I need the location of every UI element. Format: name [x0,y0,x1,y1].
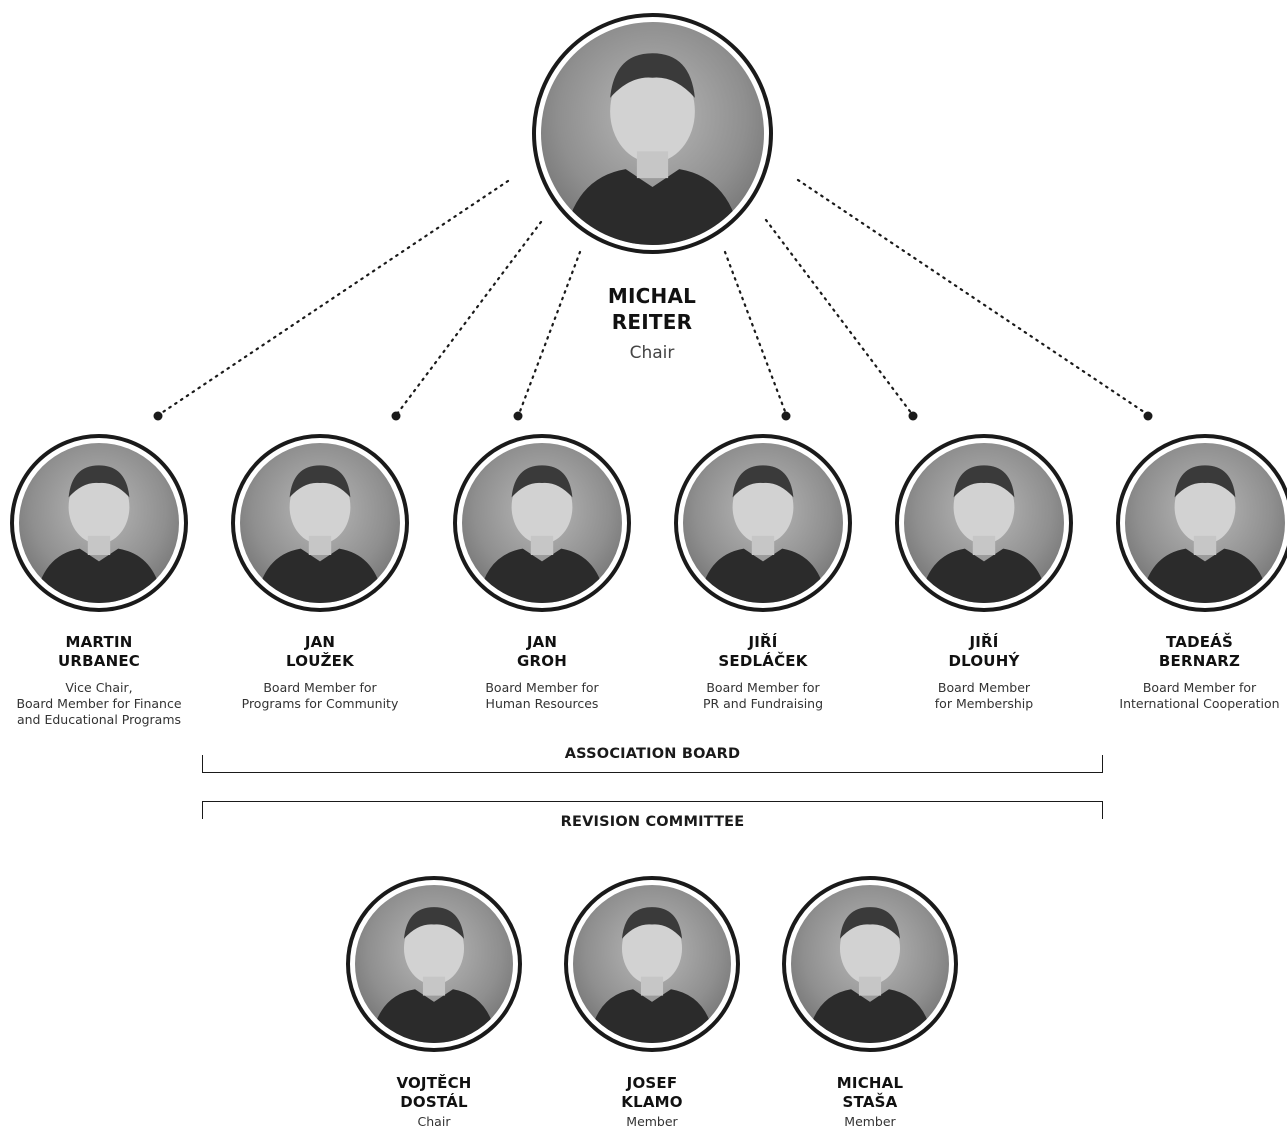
board-member-name-5: JIŘÍ DLOUHÝ [948,633,1020,670]
person-silhouette-icon [573,885,731,1043]
revision-member-role-1: Chair [417,1114,451,1129]
revision-member-avatar-2 [564,876,740,1052]
association-board-label: ASSOCIATION BOARD [564,746,741,762]
person-silhouette-icon [1125,443,1285,603]
chair-name: MICHAL REITER [607,284,697,334]
revision-member-role-2: Member [626,1114,678,1129]
board-member-name-3: JAN GROH [517,633,567,670]
connector-dot-5 [908,411,918,421]
person-silhouette-icon [355,885,513,1043]
board-member-role-6: Board Member for International Cooperati… [1119,680,1280,711]
board-member-name-2: JAN LOUŽEK [286,633,354,670]
board-member-name-4: JIŘÍ SEDLÁČEK [718,633,808,670]
connector-dot-3 [513,411,523,421]
board-member-avatar-2 [231,434,409,612]
board-member-avatar-3 [453,434,631,612]
revision-member-name-3: MICHAL STAŠA [836,1074,904,1111]
board-member-avatar-1 [10,434,188,612]
board-member-name-1: MARTIN URBANEC [58,633,140,670]
board-member-role-2: Board Member for Programs for Community [241,680,399,711]
board-member-role-3: Board Member for Human Resources [485,680,599,711]
connector-line-1 [158,179,510,416]
connector-line-6 [796,178,1149,416]
person-silhouette-icon [462,443,622,603]
chair-avatar [532,13,773,254]
connector-line-3 [517,250,582,416]
board-member-role-4: Board Member for PR and Fundraising [702,680,824,711]
board-member-role-1: Vice Chair, Board Member for Finance and… [16,680,182,727]
connector-line-5 [764,218,914,416]
revision-committee-bracket [202,801,1103,819]
person-silhouette-icon [541,22,764,245]
association-board-bracket [202,755,1103,773]
connector-dot-6 [1143,411,1153,421]
person-silhouette-icon [791,885,949,1043]
board-member-avatar-5 [895,434,1073,612]
connector-dot-1 [153,411,163,421]
board-member-role-5: Board Member for Membership [934,680,1034,711]
board-member-avatar-4 [674,434,852,612]
revision-member-role-3: Member [844,1114,896,1129]
person-silhouette-icon [683,443,843,603]
connector-line-4 [723,250,788,416]
board-member-name-6: TADEÁŠ BERNARZ [1158,633,1241,670]
board-member-avatar-6 [1116,434,1287,612]
person-silhouette-icon [240,443,400,603]
revision-member-avatar-1 [346,876,522,1052]
connector-dot-2 [391,411,401,421]
revision-member-name-2: JOSEF KLAMO [621,1074,683,1111]
chair-role: Chair [629,343,675,363]
person-silhouette-icon [19,443,179,603]
connector-line-2 [395,220,543,416]
revision-member-avatar-3 [782,876,958,1052]
person-silhouette-icon [904,443,1064,603]
revision-member-name-1: VOJTĚCH DOSTÁL [396,1074,472,1111]
revision-committee-label: REVISION COMMITTEE [560,814,745,830]
connector-dot-4 [781,411,791,421]
